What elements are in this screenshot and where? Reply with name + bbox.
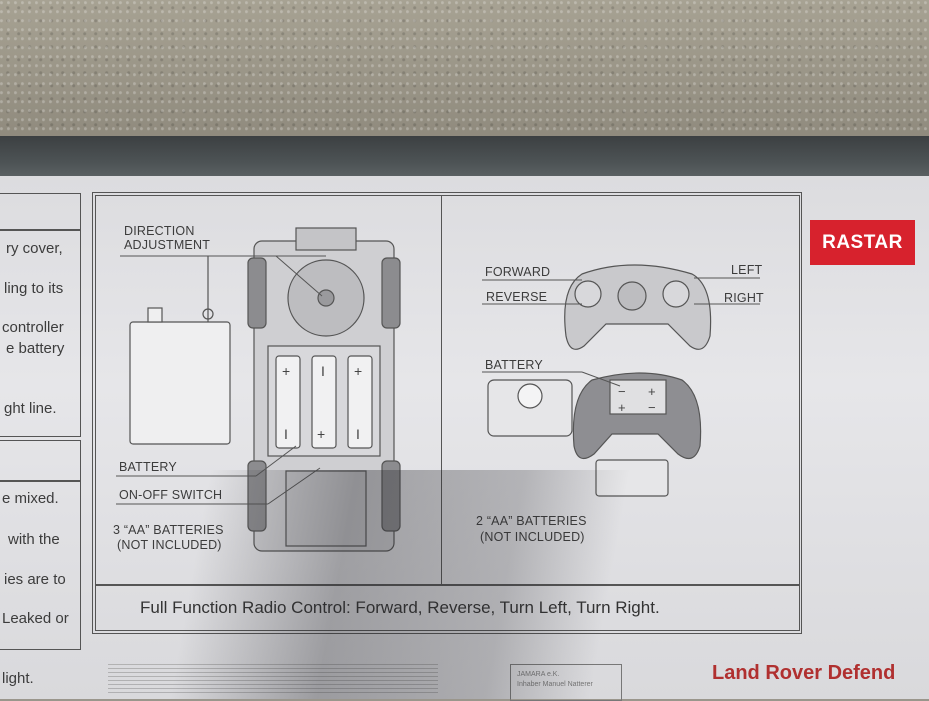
left-text-line: e mixed. bbox=[2, 490, 59, 507]
svg-text:I: I bbox=[284, 426, 288, 442]
direction-adjustment-label: ADJUSTMENT bbox=[124, 238, 211, 252]
left-text-line: ght line. bbox=[4, 400, 57, 417]
car-chassis-diagram: + I I + + I bbox=[116, 227, 401, 552]
svg-text:I: I bbox=[321, 363, 325, 379]
left-text-line: e battery bbox=[6, 340, 65, 357]
controller-batteries-note: (NOT INCLUDED) bbox=[480, 530, 585, 544]
concrete-surface bbox=[0, 0, 929, 140]
on-off-switch-label: ON-OFF SWITCH bbox=[119, 488, 223, 502]
direction-adjustment-label: DIRECTION bbox=[124, 224, 195, 238]
left-text-line: ry cover, bbox=[6, 240, 63, 257]
reverse-label: REVERSE bbox=[486, 290, 548, 304]
svg-text:I: I bbox=[356, 426, 360, 442]
jamara-line: JAMARA e.K. bbox=[517, 671, 560, 678]
function-caption: Full Function Radio Control: Forward, Re… bbox=[140, 598, 660, 617]
rastar-logo: RASTAR bbox=[810, 220, 915, 265]
box-edge bbox=[0, 136, 929, 180]
left-text-box-4 bbox=[0, 480, 81, 650]
left-text-line: ling to its bbox=[4, 280, 64, 297]
jamara-line: Inhaber Manuel Natterer bbox=[517, 681, 593, 688]
left-text-line: controller bbox=[2, 319, 64, 336]
left-text-line: ies are to bbox=[4, 571, 66, 588]
svg-text:+: + bbox=[354, 363, 362, 379]
forward-label: FORWARD bbox=[485, 265, 551, 279]
car-battery-label: BATTERY bbox=[119, 460, 177, 474]
controller-battery-label: BATTERY bbox=[485, 358, 543, 372]
left-text-box-1 bbox=[0, 193, 81, 231]
safety-fine-print bbox=[108, 664, 438, 694]
left-text-line: with the bbox=[8, 531, 60, 548]
left-text-line: light. bbox=[2, 670, 34, 687]
left-text-line: Leaked or bbox=[2, 610, 69, 627]
jamara-box: JAMARA e.K. Inhaber Manuel Natterer bbox=[510, 664, 622, 701]
left-text-box-3 bbox=[0, 440, 81, 482]
caption-frame bbox=[95, 585, 800, 631]
svg-text:−: − bbox=[648, 400, 656, 415]
controller-panel-frame bbox=[441, 195, 800, 585]
left-text-box-2 bbox=[0, 229, 81, 437]
svg-text:+: + bbox=[317, 426, 325, 442]
svg-text:−: − bbox=[618, 384, 626, 399]
car-batteries-note: (NOT INCLUDED) bbox=[117, 538, 222, 552]
controller-diagram: −+ +− bbox=[482, 264, 760, 497]
svg-text:+: + bbox=[618, 400, 626, 415]
right-label: RIGHT bbox=[724, 291, 764, 305]
svg-text:+: + bbox=[648, 384, 656, 399]
product-title: Land Rover Defend bbox=[712, 662, 896, 684]
car-batteries-note: 3 “AA” BATTERIES bbox=[113, 523, 224, 537]
svg-text:+: + bbox=[282, 363, 290, 379]
controller-batteries-note: 2 “AA” BATTERIES bbox=[476, 514, 587, 528]
diagram-outer-frame bbox=[92, 192, 802, 634]
left-label: LEFT bbox=[731, 263, 763, 277]
